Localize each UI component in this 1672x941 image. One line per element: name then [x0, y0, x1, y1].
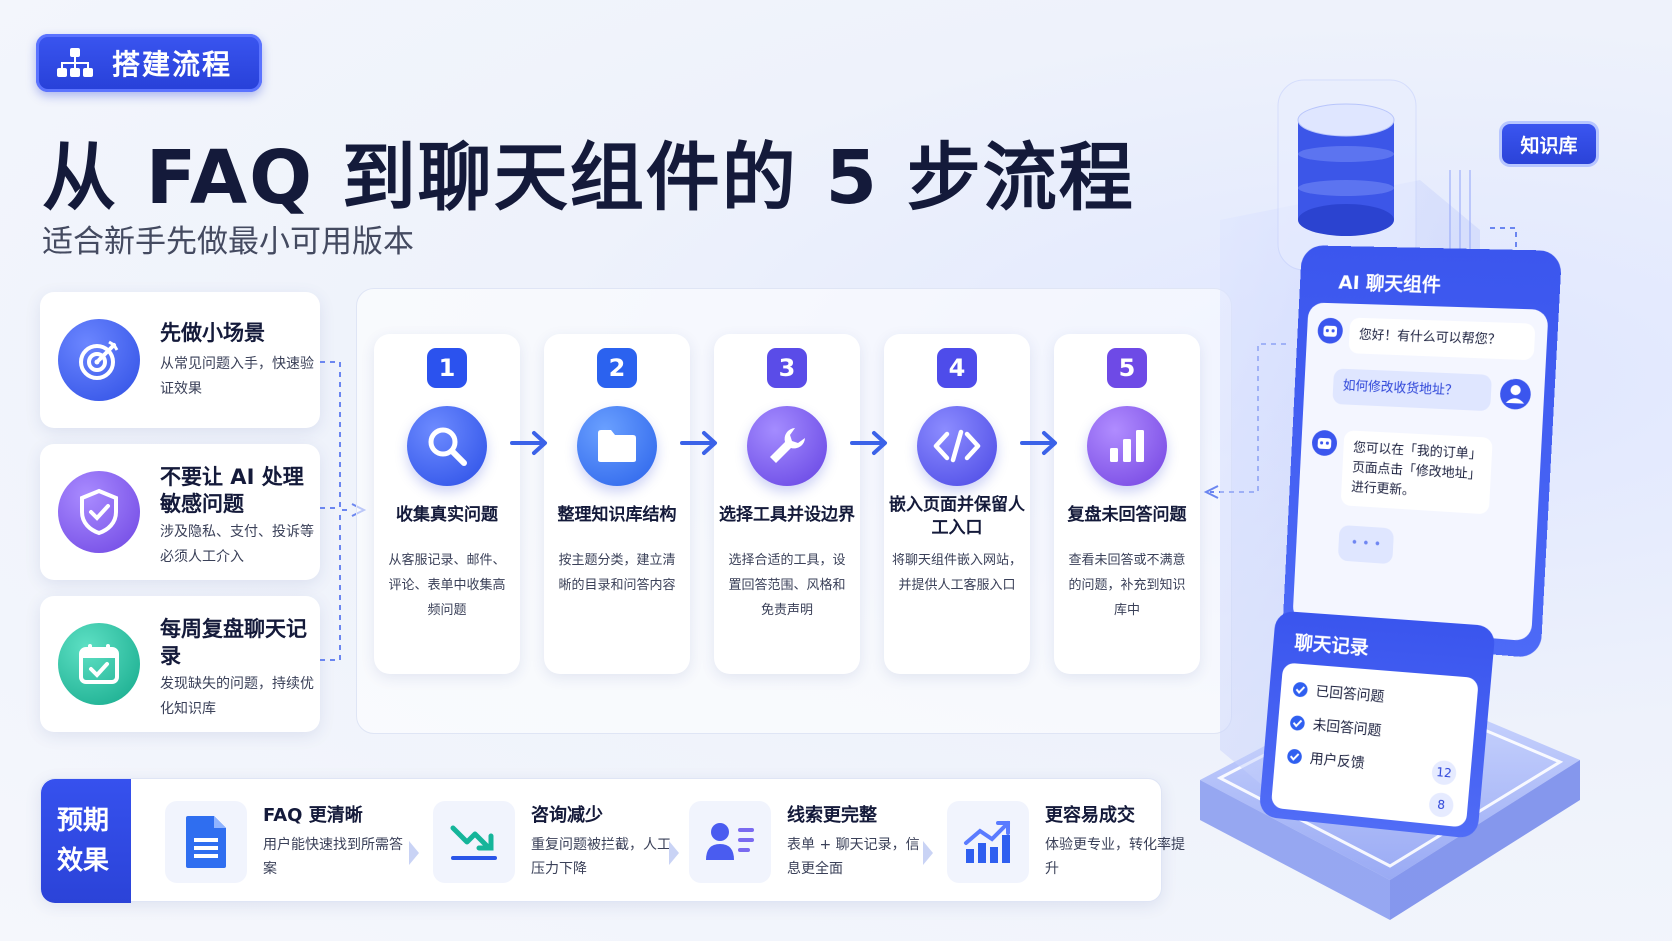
step-title: 整理知识库结构: [557, 505, 677, 525]
chevron-right-icon: [409, 841, 419, 865]
tip-desc: 从常见问题入手，快速验证效果: [160, 356, 314, 397]
code-icon: [917, 406, 997, 486]
record-label: 用户反馈: [1309, 751, 1366, 773]
result-item: 线索更完整 表单 + 聊天记录，信息更全面: [689, 797, 929, 887]
step-title: 嵌入页面并保留人工入口: [889, 495, 1025, 538]
result-desc: 表单 + 聊天记录，信息更全面: [787, 837, 920, 877]
check-circle-icon: [1289, 715, 1306, 732]
step-card: 1 收集真实问题 从客服记录、邮件、评论、表单中收集高频问题: [374, 334, 520, 674]
record-row: 未回答问题: [1289, 713, 1382, 741]
arrow-right-icon: [850, 431, 887, 455]
result-item: 咨询减少 重复问题被拦截，人工压力下降: [433, 797, 673, 887]
check-circle-icon: [1286, 748, 1303, 765]
results-bar: 预期效果 FAQ 更清晰 用户能快速找到所需答案 咨询减少 重复问题被拦截，人工…: [40, 778, 1185, 903]
folder-icon: [577, 406, 657, 486]
wrench-icon: [747, 406, 827, 486]
step-number: 3: [767, 348, 807, 388]
arrow-right-icon: [510, 431, 547, 455]
step-desc: 选择合适的工具，设置回答范围、风格和免责声明: [728, 553, 846, 618]
record-row: 用户反馈: [1286, 746, 1365, 773]
step-card: 2 整理知识库结构 按主题分类，建立清晰的目录和问答内容: [544, 334, 690, 674]
result-title: FAQ 更清晰: [263, 805, 363, 826]
count-badge: 12: [1430, 759, 1458, 786]
result-title: 更容易成交: [1045, 805, 1135, 826]
document-icon: [165, 801, 247, 883]
results-label: 预期效果: [41, 779, 131, 903]
step-desc: 查看未回答或不满意的问题，补充到知识库中: [1068, 553, 1186, 618]
contact-card-icon: [689, 801, 771, 883]
step-title: 选择工具并设边界: [719, 505, 855, 525]
result-desc: 重复问题被拦截，人工压力下降: [531, 837, 671, 877]
section-badge: 搭建流程: [36, 34, 262, 92]
org-chart-icon: [57, 48, 93, 77]
tip-title: 先做小场景: [160, 321, 265, 345]
arrow-right-icon: [680, 431, 717, 455]
page-subtitle: 适合新手先做最小可用版本: [42, 224, 414, 260]
knowledge-base-label: 知识库: [1502, 124, 1596, 164]
result-title: 线索更完整: [787, 805, 877, 826]
shield-check-icon: [58, 471, 140, 553]
step-desc: 将聊天组件嵌入网站，并提供人工客服入口: [891, 553, 1022, 593]
arrow-right-icon: [1020, 431, 1057, 455]
result-item: 更容易成交 体验更专业，转化率提升: [947, 797, 1187, 887]
step-desc: 按主题分类，建立清晰的目录和问答内容: [558, 553, 676, 593]
count-badge: 8: [1428, 791, 1455, 819]
check-circle-icon: [1292, 681, 1309, 698]
search-icon: [407, 406, 487, 486]
growth-chart-icon: [947, 801, 1029, 883]
step-number: 2: [597, 348, 637, 388]
step-number: 4: [937, 348, 977, 388]
tip-title: 不要让 AI 处理敏感问题: [160, 465, 304, 516]
calendar-check-icon: [58, 623, 140, 705]
step-card: 4 嵌入页面并保留人工入口 将聊天组件嵌入网站，并提供人工客服入口: [884, 334, 1030, 674]
record-label: 未回答问题: [1312, 717, 1382, 740]
bar-chart-icon: [1087, 406, 1167, 486]
tip-card: 不要让 AI 处理敏感问题 涉及隐私、支付、投诉等必须人工介入: [40, 444, 320, 580]
chat-widget-title: AI 聊天组件: [1337, 271, 1442, 297]
step-title: 复盘未回答问题: [1067, 505, 1187, 525]
chevron-right-icon: [669, 841, 679, 865]
tip-card: 先做小场景 从常见问题入手，快速验证效果: [40, 292, 320, 428]
record-label: 已回答问题: [1314, 683, 1385, 706]
page-title: 从 FAQ 到聊天组件的 5 步流程: [42, 135, 1135, 221]
chat-records-panel: 聊天记录 已回答问题 未回答问题 用户反馈 12 8: [1258, 610, 1496, 840]
target-icon: [58, 319, 140, 401]
bot-greeting: 您好！有什么可以帮您？: [1348, 317, 1536, 361]
chat-widget: AI 聊天组件 您好！有什么可以帮您？ 如何修改收货地址？ 您可以在「我的订单」…: [1282, 245, 1563, 659]
step-card: 3 选择工具并设边界 选择合适的工具，设置回答范围、风格和免责声明: [714, 334, 860, 674]
chevron-right-icon: [923, 841, 933, 865]
badge-label: 搭建流程: [112, 48, 233, 81]
user-question: 如何修改收货地址？: [1332, 368, 1492, 412]
records-title: 聊天记录: [1293, 631, 1370, 660]
tip-card: 每周复盘聊天记录 发现缺失的问题，持续优化知识库: [40, 596, 320, 732]
step-desc: 从客服记录、邮件、评论、表单中收集高频问题: [388, 553, 506, 618]
user-avatar-icon: [1499, 378, 1532, 411]
typing-indicator: • • •: [1337, 524, 1395, 565]
step-number: 5: [1107, 348, 1147, 388]
trend-down-icon: [433, 801, 515, 883]
record-row: 已回答问题: [1292, 679, 1385, 707]
tip-desc: 发现缺失的问题，持续优化知识库: [160, 676, 314, 717]
result-desc: 用户能快速找到所需答案: [263, 837, 403, 877]
step-card: 5 复盘未回答问题 查看未回答或不满意的问题，补充到知识库中: [1054, 334, 1200, 674]
tip-title: 每周复盘聊天记录: [160, 617, 307, 668]
tip-desc: 涉及隐私、支付、投诉等必须人工介入: [160, 524, 314, 565]
step-number: 1: [427, 348, 467, 388]
bot-answer: 您可以在「我的订单」页面点击「修改地址」进行更新。: [1340, 430, 1493, 515]
bot-avatar-icon: [1317, 317, 1344, 345]
result-item: FAQ 更清晰 用户能快速找到所需答案: [165, 797, 405, 887]
result-desc: 体验更专业，转化率提升: [1045, 837, 1185, 877]
bot-avatar-icon: [1311, 429, 1338, 457]
step-title: 收集真实问题: [396, 505, 498, 525]
result-title: 咨询减少: [531, 805, 603, 826]
